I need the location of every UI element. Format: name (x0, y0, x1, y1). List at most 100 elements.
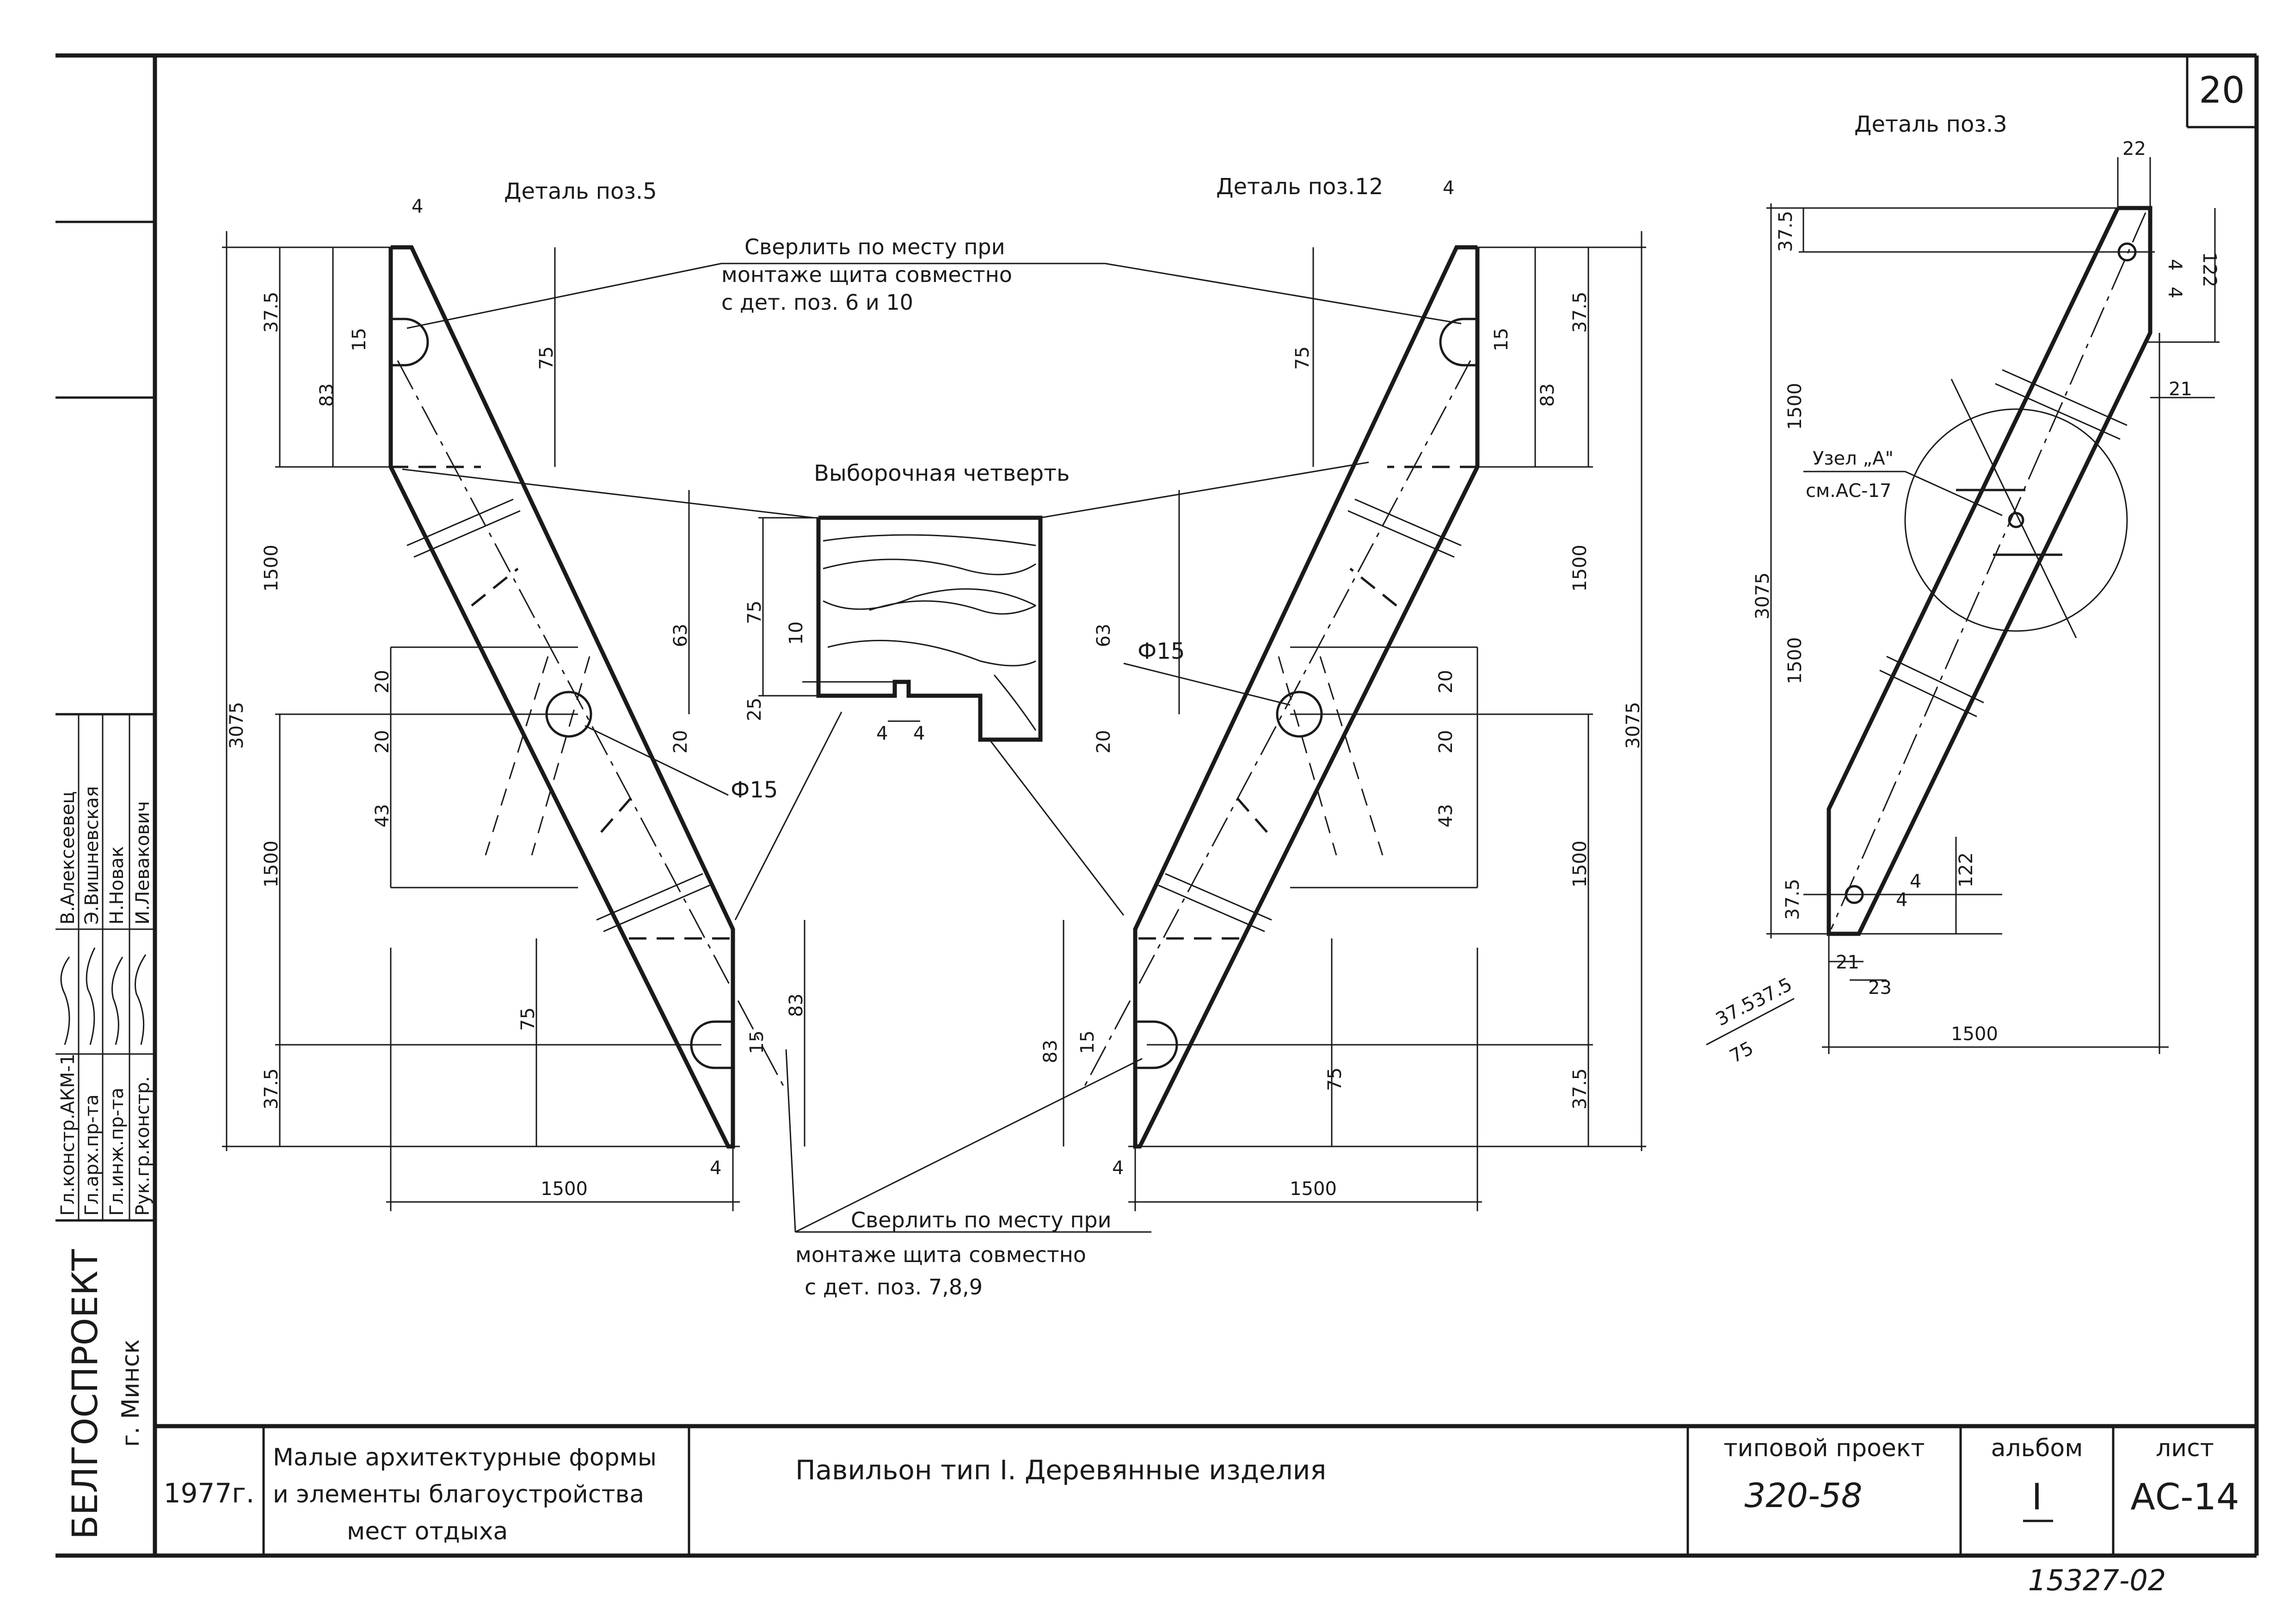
poz5-dim-15-top: 15 (349, 328, 370, 351)
quarter-label: Выборочная четверть (814, 460, 1070, 486)
node-a-label-1: Узел „А" (1813, 448, 1894, 469)
poz5-dim-75-bottom: 75 (517, 1007, 539, 1031)
stamp-role-2: Гл.арх.пр-та (81, 1094, 103, 1216)
detail-poz3-dimensions (1706, 157, 2220, 1054)
poz3-dim-4-top: 4 (2164, 259, 2185, 270)
poz5-dim-1500-b: 1500 (261, 840, 282, 888)
poz3-dim-4-b: 4 (1910, 871, 1921, 892)
poz5-dim-75-top: 75 (536, 346, 557, 370)
poz12-dim-4-top: 4 (1443, 178, 1454, 199)
poz12-dim-83-bottom: 83 (1040, 1040, 1061, 1063)
poz3-dim-21-bottom: 21 (1836, 952, 1859, 973)
detail-poz5-outline (388, 245, 787, 1149)
sheet-title: Павильон тип I. Деревянные изделия (795, 1454, 1326, 1486)
poz12-dim-15-top: 15 (1491, 328, 1512, 351)
poz5-dim-37-5-top: 37.5 (261, 292, 282, 333)
drill-top-leaders (406, 263, 1462, 329)
detail-poz3-title: Деталь поз.3 (1854, 111, 2007, 137)
quarter-dim-25: 25 (744, 698, 765, 721)
poz3-dim-122-bottom: 122 (1956, 852, 1977, 888)
drill-bottom-line-3: с дет. поз. 7,8,9 (805, 1275, 983, 1299)
poz5-dim-63: 63 (670, 624, 691, 647)
poz3-dim-21-top: 21 (2169, 379, 2192, 400)
poz3-dim-3075: 3075 (1752, 572, 1773, 619)
poz12-dim-1500-bottom: 1500 (1290, 1178, 1337, 1200)
poz12-dim-20-a: 20 (1435, 670, 1457, 693)
quarter-leaders (402, 461, 1369, 920)
poz12-dim-1500-b: 1500 (1569, 840, 1591, 888)
poz12-dim-4-bottom: 4 (1112, 1158, 1124, 1179)
poz5-dim-15-bottom: 15 (746, 1030, 768, 1054)
poz12-dim-20-c: 20 (1093, 730, 1114, 754)
album-label: альбом (1991, 1434, 2083, 1462)
album-value: I (2031, 1477, 2042, 1518)
drill-bottom-line-2: монтаже щита совместно (795, 1242, 1086, 1267)
left-stamp (55, 221, 155, 1222)
poz5-dim-4-top: 4 (412, 196, 423, 217)
poz5-dim-20-b: 20 (372, 730, 393, 754)
project-label: типовой проект (1723, 1434, 1925, 1462)
drill-top-line-1: Сверлить по месту при (744, 234, 1005, 259)
drill-top-line-2: монтаже щита совместно (721, 262, 1012, 287)
poz3-dim-22: 22 (2122, 138, 2146, 159)
inventory-number: 15327-02 (2028, 1563, 2166, 1597)
poz12-dim-83: 83 (1537, 383, 1558, 407)
detail-poz12-dimensions (1063, 231, 1646, 1211)
poz12-dim-1500-a: 1500 (1569, 545, 1591, 592)
quarter-dim-4-b: 4 (913, 723, 925, 744)
title-year: 1977г. (164, 1477, 255, 1509)
sheet-value: АС-14 (2130, 1477, 2239, 1518)
stamp-name-4: И.Левакович (132, 801, 154, 925)
stamp-role-3: Гл.инж.пр-та (106, 1088, 128, 1216)
poz3-dim-1500-a: 1500 (1784, 383, 1806, 430)
poz12-dim-37-5-bottom: 37.5 (1569, 1068, 1591, 1109)
stamp-role-1: Гл.констр.АКМ-1 (57, 1054, 79, 1216)
poz3-dim-4-a: 4 (1896, 889, 1907, 911)
stamp-role-4: Рук.гр.констр. (132, 1076, 154, 1216)
detail-poz5-dimensions (222, 231, 806, 1211)
node-a-label-2: см.АС-17 (1806, 480, 1892, 502)
poz12-dim-75-top: 75 (1292, 346, 1313, 370)
stamp-organization: БЕЛГОСПРОЕКТ (64, 1249, 105, 1539)
poz3-dim-37-5-top: 37.5 (1775, 211, 1796, 252)
project-value: 320-58 (1744, 1476, 1862, 1515)
quarter-dim-4-a: 4 (876, 723, 888, 744)
stamp-name-2: Э.Вишневская (81, 786, 103, 925)
poz5-dim-20-c: 20 (670, 730, 691, 754)
drill-bottom-line-1: Сверлить по месту при (851, 1207, 1112, 1232)
stamp-city: г. Минск (117, 1339, 145, 1447)
quarter-dim-75: 75 (744, 601, 765, 624)
title-subject-1: Малые архитектурные формы (273, 1444, 657, 1471)
detail-poz3-outline (1827, 206, 2153, 936)
poz3-dim-1500-b: 1500 (1784, 637, 1806, 684)
poz3-dim-1500: 1500 (1951, 1023, 1998, 1045)
poz12-dim-63: 63 (1093, 624, 1114, 647)
sheet-number: 20 (2199, 70, 2245, 111)
detail-poz12-title: Деталь поз.12 (1216, 174, 1383, 200)
title-subject-2: и элементы благоустройства (273, 1481, 644, 1508)
title-block (155, 1424, 2257, 1556)
poz12-dim-75-bottom: 75 (1324, 1067, 1346, 1091)
poz12-dim-43: 43 (1435, 804, 1457, 827)
poz5-dim-83: 83 (316, 383, 338, 407)
stamp-signatures (60, 947, 147, 1045)
poz12-dim-37-5-top: 37.5 (1569, 292, 1591, 333)
poz12-phi15: Ф15 (1138, 638, 1185, 664)
detail-poz5-title: Деталь поз.5 (504, 178, 657, 204)
poz5-dim-4-bottom: 4 (710, 1158, 721, 1179)
poz3-dim-23: 23 (1868, 977, 1892, 999)
poz3-dim-37-5-b: 37.5 (1749, 974, 1796, 1011)
sheet-label: лист (2156, 1434, 2214, 1462)
title-subject-3: мест отдыха (347, 1518, 508, 1545)
poz3-dim-4-side: 4 (2164, 287, 2185, 298)
poz12-dim-15-bottom: 15 (1077, 1030, 1098, 1054)
quarter-cut-detail (816, 515, 1043, 742)
poz12-dim-3075: 3075 (1623, 702, 1644, 749)
drill-top-line-3: с дет. поз. 6 и 10 (721, 290, 913, 315)
poz5-dim-43: 43 (372, 804, 393, 827)
sheet-frame (55, 53, 2259, 1558)
poz5-dim-20-a: 20 (372, 670, 393, 693)
stamp-name-3: Н.Новак (106, 846, 128, 925)
